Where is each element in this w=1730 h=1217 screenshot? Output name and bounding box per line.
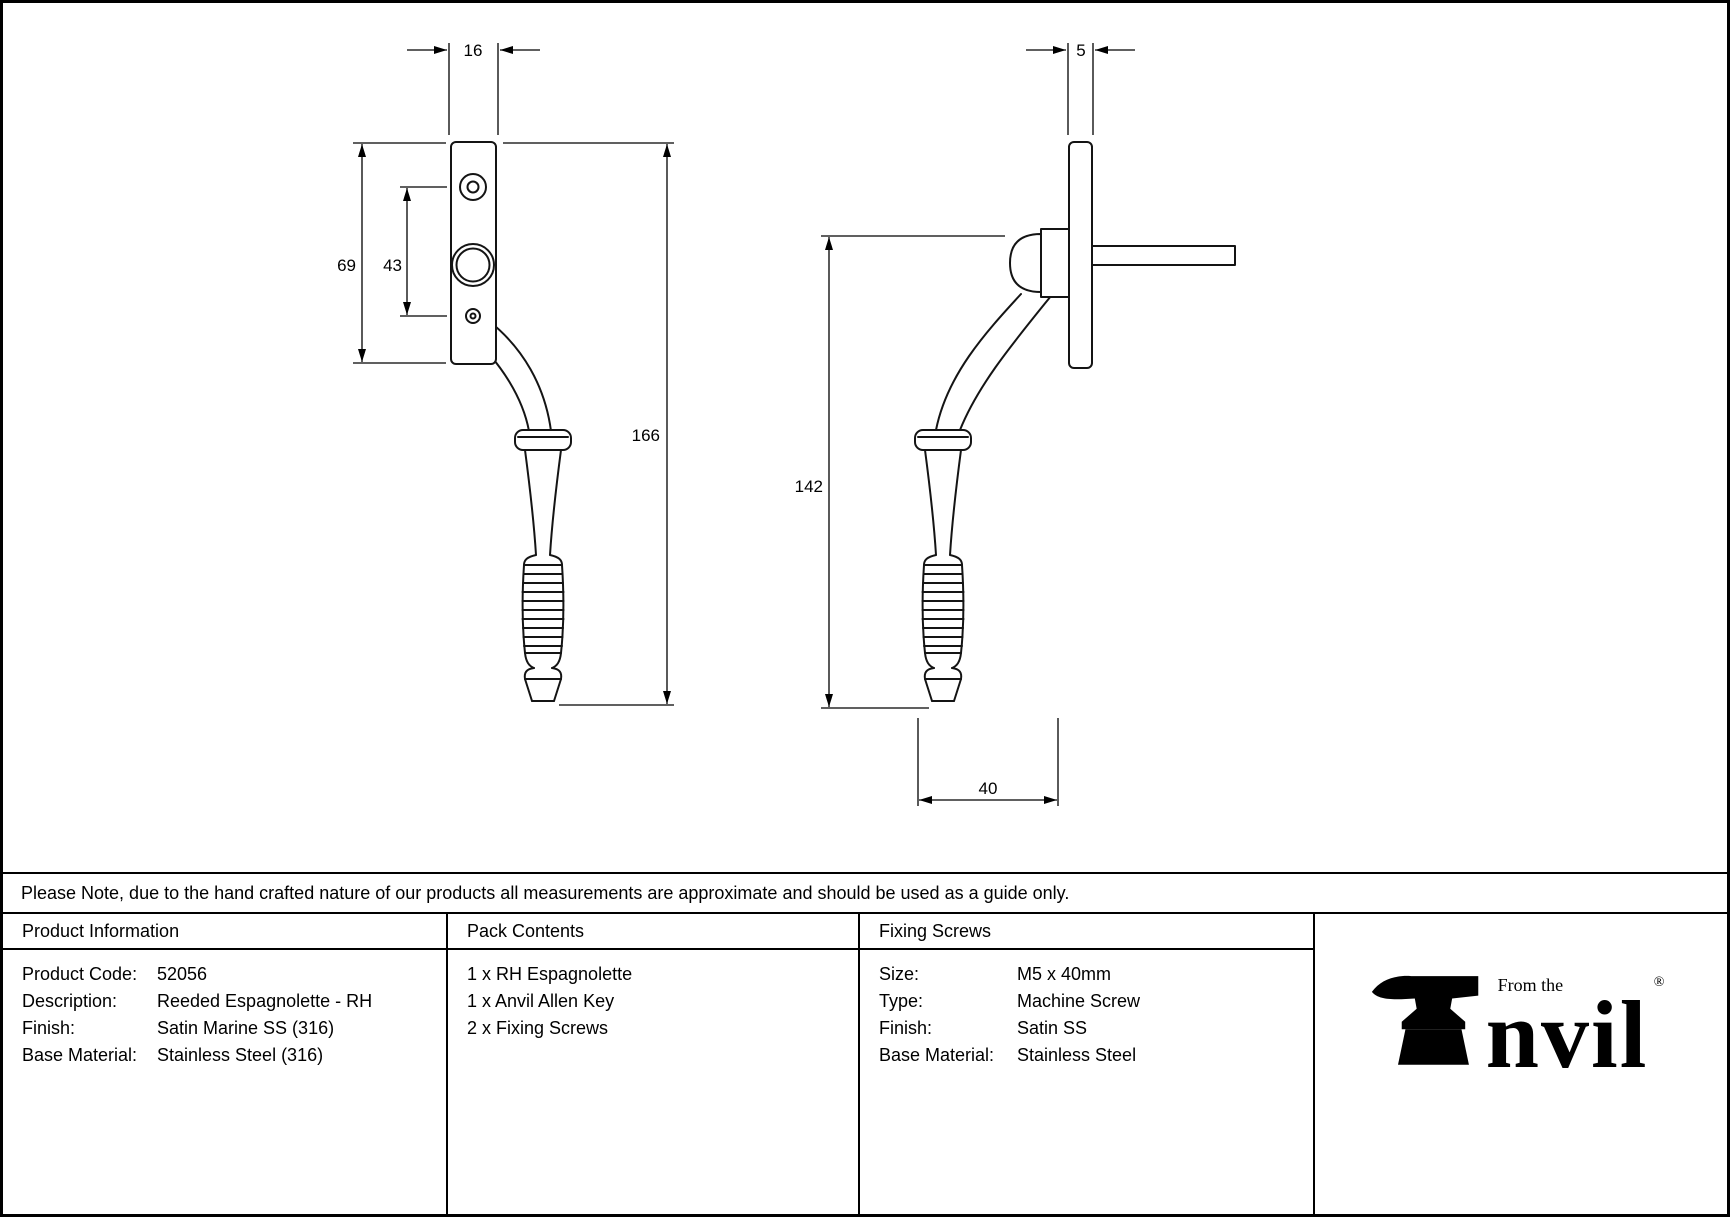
anvil-logo: From the nvil ®: [1370, 966, 1664, 1088]
row-screw-finish: Finish: Satin SS: [879, 1015, 1313, 1042]
row-base-material: Base Material: Stainless Steel (316): [22, 1042, 446, 1069]
side-collar: [914, 429, 972, 451]
anvil-icon: [1371, 975, 1478, 1065]
front-view-dimensions: 16 69 43 166: [337, 41, 674, 706]
row-label: Size:: [879, 964, 920, 984]
pack-item: 1 x RH Espagnolette: [467, 964, 633, 984]
front-collar: [514, 429, 572, 451]
brand-logo-cell: From the nvil ®: [1313, 914, 1727, 1214]
side-finial: [924, 652, 935, 669]
dim-side-thickness: 5: [1076, 41, 1085, 60]
side-backplate: [1068, 141, 1093, 369]
row-value: Reeded Espagnolette - RH: [157, 991, 373, 1011]
row-finish: Finish: Satin Marine SS (316): [22, 1015, 446, 1042]
row-label: Finish:: [22, 1018, 76, 1038]
row-value: 52056: [157, 964, 208, 984]
row-product-code: Product Code: 52056: [22, 961, 446, 988]
side-stem: [924, 449, 937, 556]
logo-tagline: From the: [1497, 975, 1564, 995]
dim-side-projection: 40: [979, 779, 998, 798]
side-handle-neck: [935, 293, 1022, 431]
row-type: Type: Machine Screw: [879, 988, 1313, 1015]
row-label: Product Code:: [22, 964, 138, 984]
fixing-screws-section: Fixing Screws Size: M5 x 40mm Type: Mach…: [858, 914, 1313, 1214]
row-label: Description:: [22, 991, 118, 1011]
front-backplate: [450, 141, 497, 365]
product-information-header: Product Information: [3, 914, 446, 950]
row-label: Base Material:: [22, 1045, 138, 1065]
side-view: [914, 141, 1236, 702]
logo-brand-text: nvil: [1485, 981, 1649, 1088]
dim-side-height: 142: [795, 477, 823, 496]
product-information-section: Product Information Product Code: 52056 …: [3, 914, 446, 1214]
row-value: Satin SS: [1017, 1018, 1088, 1038]
row-size: Size: M5 x 40mm: [879, 961, 1313, 988]
front-spindle-boss: [451, 243, 495, 287]
row-label: Type:: [879, 991, 924, 1011]
registered-trademark-symbol: ®: [1653, 975, 1665, 990]
row-value: Satin Marine SS (316): [157, 1018, 335, 1038]
note-text: Please Note, due to the hand crafted nat…: [21, 882, 1070, 903]
front-stem: [524, 449, 537, 556]
row-screw-base-material: Base Material: Stainless Steel: [879, 1042, 1313, 1069]
side-knob-base: [1040, 228, 1070, 298]
front-handle-neck: [488, 320, 552, 432]
dim-front-width: 16: [464, 41, 483, 60]
side-spindle: [1091, 245, 1236, 266]
front-bottom-screw-hole: [465, 308, 481, 324]
pack-contents-header: Pack Contents: [448, 914, 858, 950]
side-knob-dome: [1009, 233, 1042, 293]
dim-front-overall-height: 166: [632, 426, 660, 445]
row-value: Machine Screw: [1017, 991, 1141, 1011]
row-value: Stainless Steel (316): [157, 1045, 324, 1065]
row-description: Description: Reeded Espagnolette - RH: [22, 988, 446, 1015]
dim-front-hole-spacing: 43: [383, 256, 402, 275]
front-top-screw-hole: [459, 173, 487, 201]
note-row: Please Note, due to the hand crafted nat…: [3, 872, 1727, 912]
info-table: Product Information Product Code: 52056 …: [3, 912, 1727, 1214]
front-view: [450, 141, 572, 702]
front-finial: [524, 652, 535, 669]
pack-item: 1 x Anvil Allen Key: [467, 991, 615, 1011]
fixing-screws-header: Fixing Screws: [860, 914, 1313, 950]
dim-front-plate-height: 69: [337, 256, 356, 275]
pack-item: 2 x Fixing Screws: [467, 1018, 609, 1038]
drawing-area: 16 69 43 166: [337, 41, 1236, 806]
pack-contents-section: Pack Contents 1 x RH Espagnolette 1 x An…: [446, 914, 858, 1214]
row-value: Stainless Steel: [1017, 1045, 1137, 1065]
row-label: Finish:: [879, 1018, 933, 1038]
row-value: M5 x 40mm: [1017, 964, 1112, 984]
side-view-dimensions: 5 142 40: [795, 41, 1135, 806]
row-label: Base Material:: [879, 1045, 995, 1065]
